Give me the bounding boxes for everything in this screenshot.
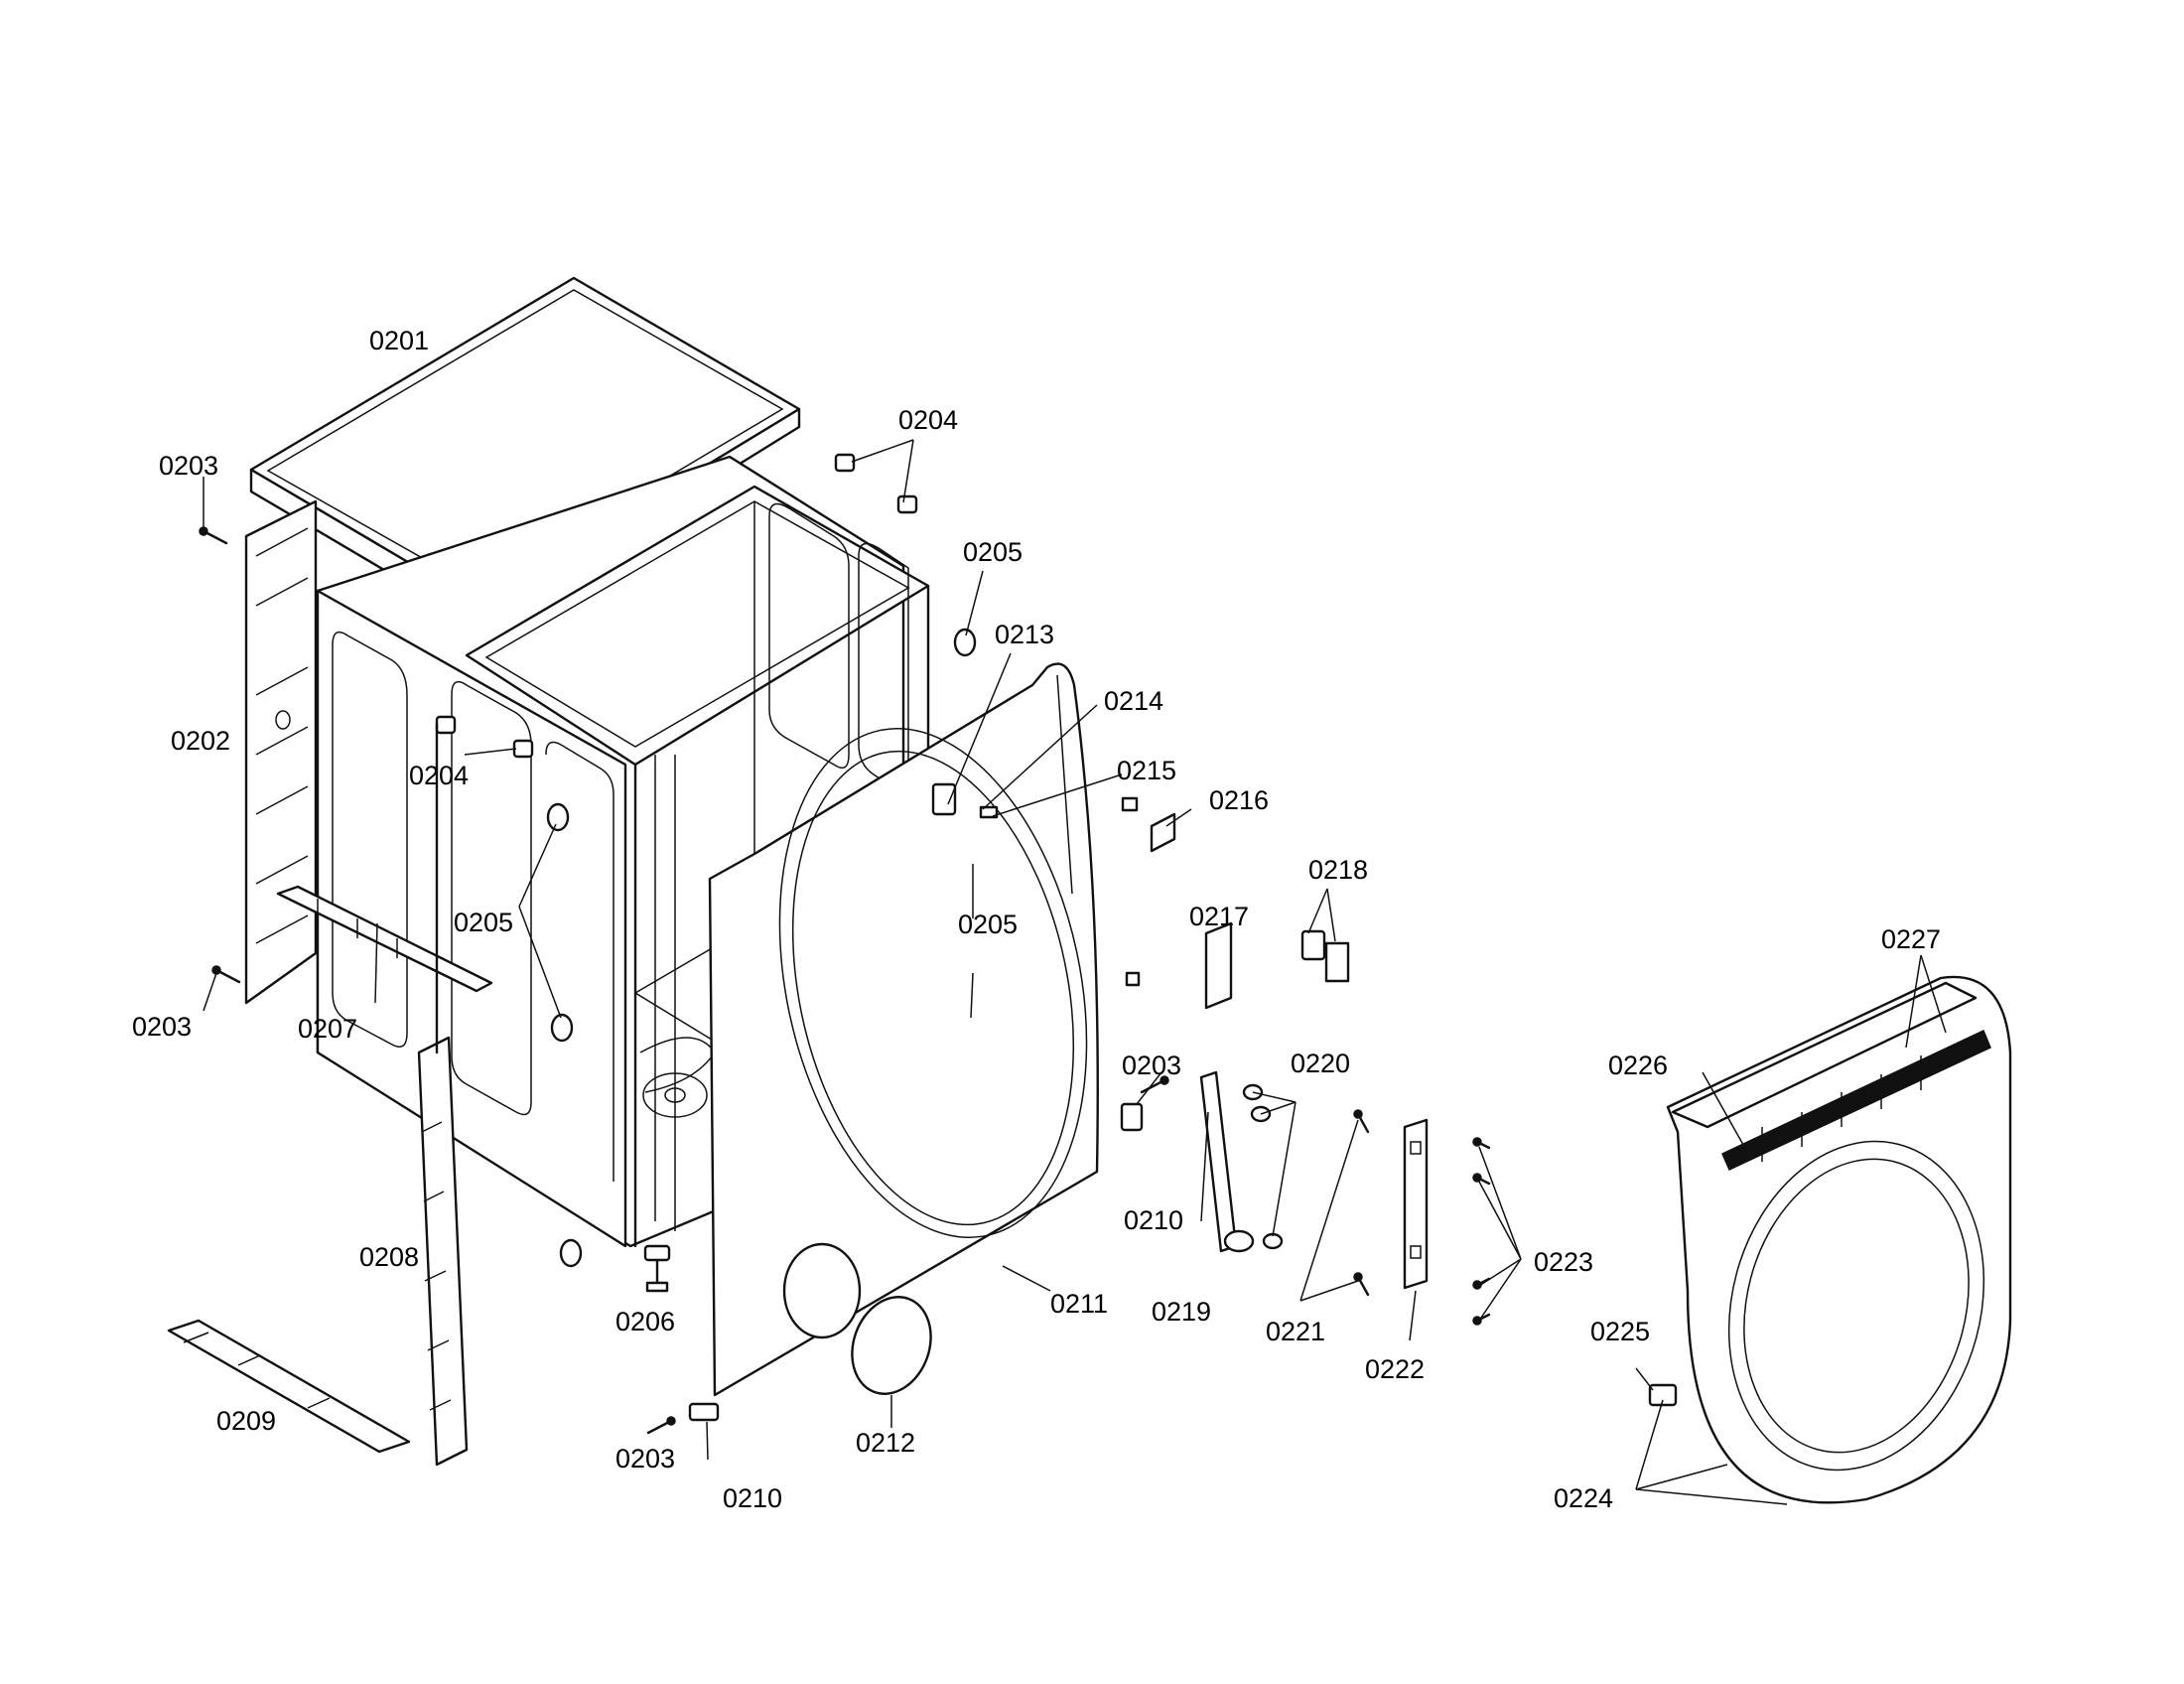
door-assembly [1648,975,2012,1504]
back-panel [244,499,318,1005]
label-0219: 0219 [1152,1297,1211,1327]
label-0203-c: 0203 [1122,1051,1181,1080]
label-0214: 0214 [1104,686,1163,716]
label-0213: 0213 [995,620,1054,649]
label-0207: 0207 [298,1014,357,1044]
screws [199,526,1491,1435]
hinge-strap [1199,1070,1255,1253]
latches [688,1102,1144,1422]
label-0203-b: 0203 [132,1012,192,1042]
label-0203-d: 0203 [615,1444,675,1474]
label-0201: 0201 [369,326,429,355]
label-0221: 0221 [1266,1317,1325,1346]
label-0225: 0225 [1590,1317,1650,1346]
label-0211: 0211 [1050,1289,1108,1319]
label-0223: 0223 [1534,1247,1593,1277]
label-0224: 0224 [1554,1483,1613,1513]
label-0227: 0227 [1881,924,1941,954]
small-parts [1121,796,1350,1010]
label-0217: 0217 [1189,902,1249,931]
label-0204-a: 0204 [898,405,958,435]
label-0205-c: 0205 [958,910,1018,939]
front-panel [708,662,1099,1397]
label-0216: 0216 [1209,785,1269,815]
hinge-plate [1403,1118,1429,1290]
bottom-bracket [167,1319,411,1454]
label-0206: 0206 [615,1307,675,1336]
foot [643,1244,671,1293]
label-0203-a: 0203 [159,451,218,481]
label-0209: 0209 [216,1406,276,1436]
label-0218: 0218 [1308,855,1368,885]
leader-lines [203,439,1947,1505]
label-0202: 0202 [171,726,230,756]
part-labels: 0201 0202 0203 0203 0203 0203 0204 0204 … [132,326,1941,1513]
label-0226: 0226 [1608,1051,1668,1080]
label-0212: 0212 [856,1428,915,1458]
label-0220: 0220 [1291,1049,1350,1078]
label-0210-b: 0210 [723,1483,782,1513]
label-0205-b: 0205 [454,908,513,937]
label-0210-a: 0210 [1124,1205,1183,1235]
label-0222: 0222 [1365,1354,1425,1384]
label-0205-a: 0205 [963,537,1023,567]
label-0215: 0215 [1117,756,1176,785]
cover-disk [851,1296,932,1395]
label-0204-b: 0204 [409,761,469,790]
bracket-strip [417,723,469,1467]
label-0208: 0208 [359,1242,419,1272]
bushings [1242,1083,1284,1250]
